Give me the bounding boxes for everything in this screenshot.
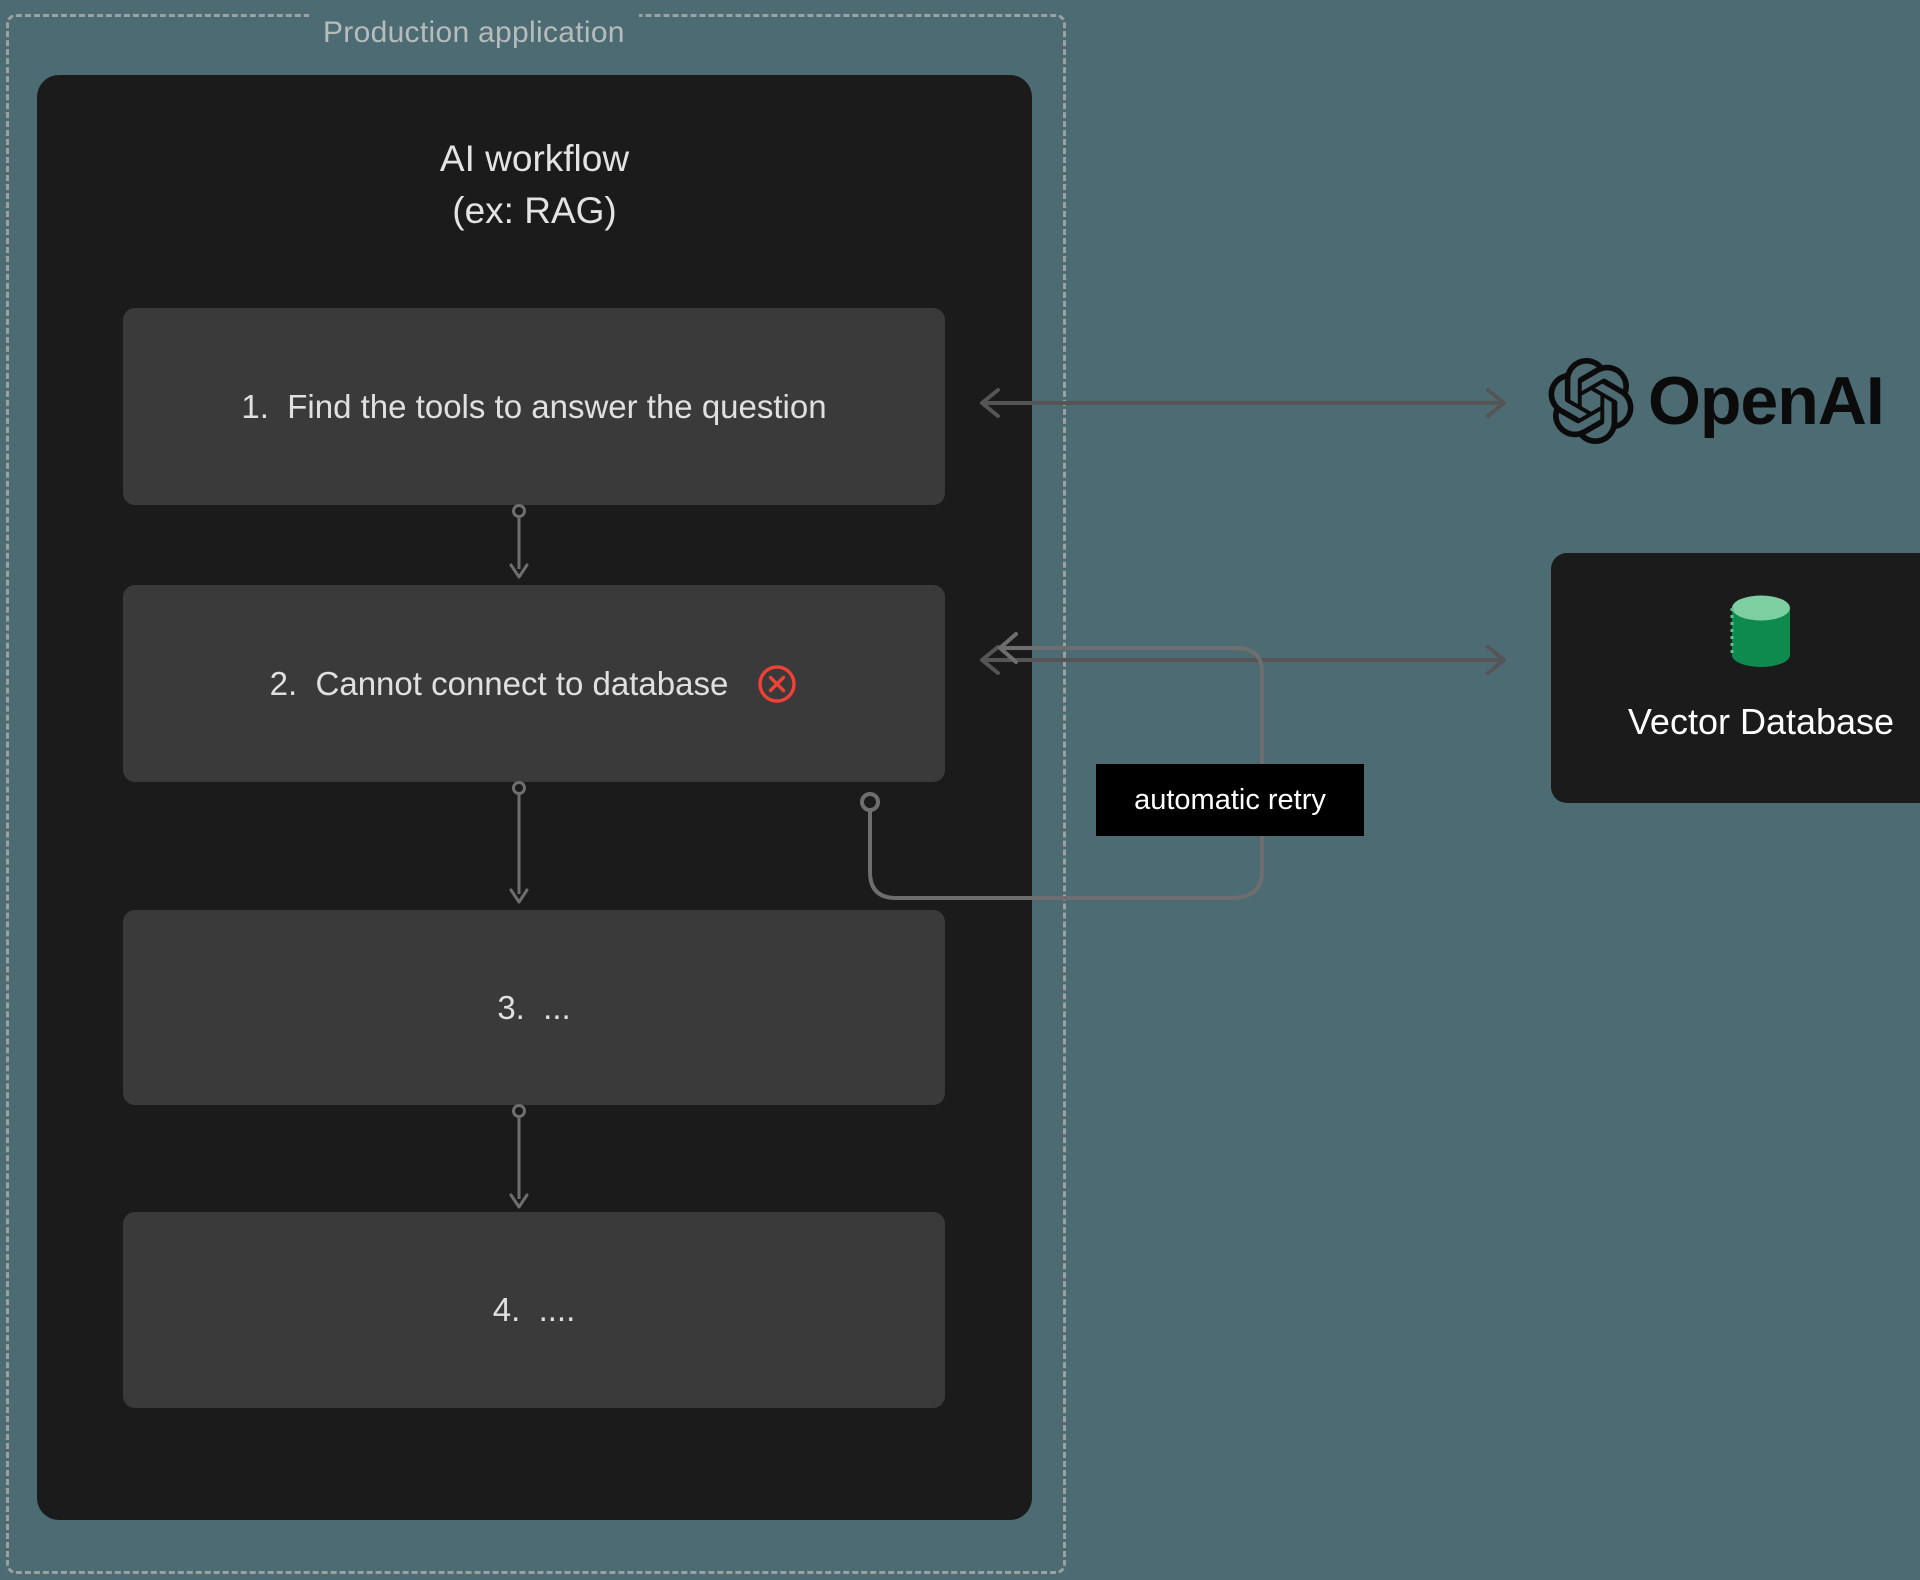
workflow-step-4-label: 4. ....: [492, 1291, 576, 1328]
automatic-retry-loop: [830, 632, 1300, 920]
connector-step1-step2: [507, 504, 531, 585]
vector-database-card: Vector Database: [1551, 553, 1920, 803]
automatic-retry-badge: automatic retry: [1096, 764, 1364, 836]
boundary-label: Production application: [309, 13, 639, 53]
workflow-step-3[interactable]: 3. ...: [123, 910, 945, 1105]
openai-logo-icon: [1548, 358, 1634, 444]
openai-service: OpenAI: [1548, 358, 1885, 444]
panel-title: AI workflow (ex: RAG): [439, 138, 630, 231]
connector-step3-step4: [507, 1104, 531, 1215]
workflow-step-2-label: 2. Cannot connect to database: [269, 664, 729, 702]
database-cylinder-icon: [1730, 595, 1790, 667]
error-circle-x-icon: [758, 664, 797, 703]
workflow-step-1-label: 1. Find the tools to answer the question: [241, 387, 827, 425]
connector-step2-step3: [507, 781, 531, 910]
vector-database-label: Vector Database: [1627, 701, 1895, 742]
arrow-step1-openai: [968, 386, 1518, 420]
automatic-retry-label: automatic retry: [1134, 783, 1326, 816]
workflow-step-4[interactable]: 4. ....: [123, 1212, 945, 1408]
openai-wordmark: OpenAI: [1648, 363, 1885, 439]
arrow-step2-vector-database: [968, 643, 1518, 677]
workflow-step-1[interactable]: 1. Find the tools to answer the question: [123, 308, 945, 505]
workflow-step-2[interactable]: 2. Cannot connect to database: [123, 585, 945, 782]
workflow-step-3-label: 3. ...: [497, 988, 571, 1026]
production-application-boundary: Production application: [6, 13, 1066, 1574]
